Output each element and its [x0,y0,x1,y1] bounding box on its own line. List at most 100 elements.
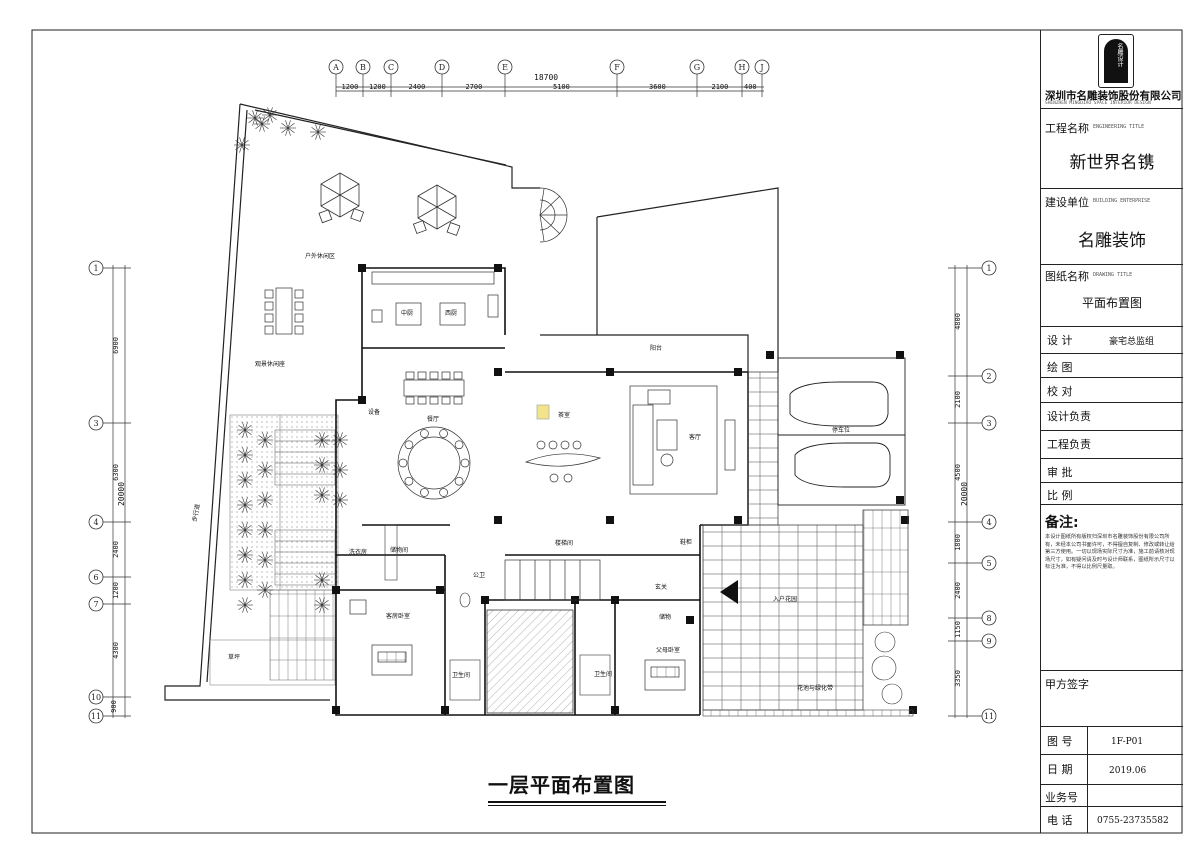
notes-label: 备注: [1045,515,1079,531]
client-value: 名雕装饰 [1078,231,1146,251]
drawing-label: 图纸名称 [1045,270,1089,283]
axis-bubble-left [88,708,104,724]
company-logo: 名雕设计 [1098,34,1134,88]
plant [234,137,250,153]
tb-design-row: 设 计 豪宅总监组 [1041,326,1183,354]
column [606,368,614,376]
plant [257,462,273,478]
site-boundary [164,103,779,701]
plant [247,110,263,126]
room-laundry: 洗衣房 [349,549,368,556]
dim-left-segment: 4300 [111,641,120,659]
tb-biz-row: 业务号 [1041,784,1183,807]
tb-project-lead-row: 工程负责 [1041,430,1183,459]
tb-date-row: 日 期 2019.06 [1041,754,1183,785]
axis-bubble-right [981,610,997,626]
room-entry-garden: 入户花园 [773,596,798,603]
room-wc-public: 公卫 [473,572,486,579]
plant [262,107,278,123]
dining-chair [420,488,429,497]
dim-right-segment: 1150 [953,620,962,638]
dining-chair [439,429,448,438]
room-parking: 停车位 [832,427,851,434]
dining-long-table [403,371,465,405]
plant [257,432,273,448]
plant [257,492,273,508]
plant [237,572,253,588]
column [611,706,619,714]
axis-bubble-right [981,260,997,276]
room-kitchen-west: 中厨 [401,310,414,317]
column [332,586,340,594]
dim-left-segment: 6300 [111,463,120,481]
spiral-stair [539,187,568,243]
project-value: 新世界名镌 [1069,153,1155,173]
client-label: 建设单位 [1045,196,1089,209]
tb-project-row: 工程名称 ENGINEERING TITLE 新世界名镌 [1041,108,1183,189]
room-utility: 设备 [368,409,381,416]
axis-label-top: C [388,63,394,72]
tb-approve-row: 审 批 [1041,458,1183,483]
dim-top-segment: 400 [744,83,757,91]
axis-bubble-left [88,689,104,705]
title-block: 名雕设计 深圳市名雕装饰股份有限公司 SHENZHEN MINGDIAO SPA… [1040,30,1183,833]
column [494,516,502,524]
no-label: 图 号 [1047,735,1073,748]
scale-label: 比 例 [1047,489,1073,502]
room-pond-seating: 观景休闲座 [255,361,286,368]
dim-right-segment: 1800 [953,533,962,551]
garden-plants-se [871,631,903,705]
axis-label-left: 11 [91,712,101,721]
room-guest-bed: 客房卧室 [386,613,411,620]
client-label-en: BUILDING ENTERPRISE [1093,198,1151,204]
plant [314,432,330,448]
dim-left-segment: 1200 [111,581,120,599]
tb-client-row: 建设单位 BUILDING ENTERPRISE 名雕装饰 [1041,188,1183,265]
room-outdoor-leisure: 户外休闲区 [305,253,336,260]
dining-chair [454,476,464,486]
tb-scale-row: 比 例 [1041,482,1183,505]
design-lead-label: 设计负责 [1047,410,1091,423]
dim-right-segment: 4500 [953,463,962,481]
axis-label-top: A [332,63,339,72]
axis-label-right: 4 [986,518,991,527]
dim-top-segment: 2400 [408,83,426,91]
tea-table [524,404,602,483]
tel-value: 0755-23735582 [1097,816,1169,826]
dim-top-segment: 1200 [369,83,386,91]
beds [349,599,686,691]
column [436,586,444,594]
column [494,264,502,272]
kitchen-fixtures [371,271,499,326]
living-room-furniture [629,385,736,495]
plant [314,457,330,473]
plant [257,552,273,568]
room-living: 客厅 [689,434,702,441]
no-value: 1F-P01 [1111,737,1144,747]
dim-right-segment: 2100 [953,390,962,408]
room-lawn: 草坪 [228,654,241,661]
axis-bubble-top [434,59,450,75]
axis-bubble-top [734,59,750,75]
drawing-label-en: DRAWING TITLE [1093,272,1133,278]
project-lead-label: 工程负责 [1047,438,1091,451]
dining-chair [454,440,464,450]
plant [314,597,330,613]
plant [237,447,253,463]
axis-label-right: 2 [986,372,991,381]
axis-label-top: H [739,63,746,72]
axis-bubble-left [88,514,104,530]
column [358,396,366,404]
dim-left-segment: 2400 [111,540,120,558]
tb-design-lead-row: 设计负责 [1041,402,1183,431]
drawing-title-underline [488,801,666,803]
stair-core [504,559,601,601]
tb-column-divider [1087,726,1088,833]
column [494,368,502,376]
column [734,368,742,376]
column [896,351,904,359]
overall-dim-left: 20000 [117,481,127,507]
axis-bubble-left [88,569,104,585]
date-label: 日 期 [1047,763,1073,776]
